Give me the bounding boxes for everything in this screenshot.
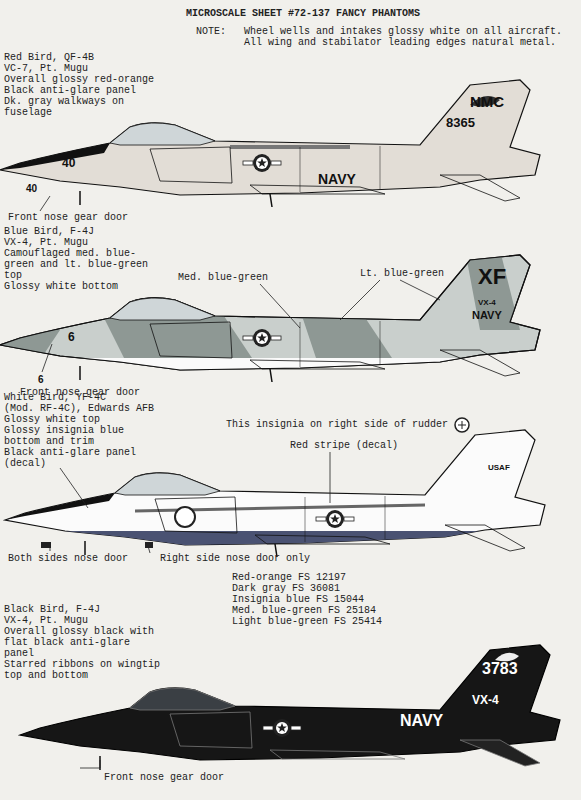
note-text: Right side nose door only [160, 553, 310, 564]
note-text: Insignia blue FS 15044 [232, 594, 364, 605]
note-text: Red-orange FS 12197 [232, 572, 346, 583]
aircraft-marking: NAVY [400, 713, 443, 729]
sheet-title: MICROSCALE SHEET #72-137 FANCY PHANTOMS [186, 8, 420, 19]
note-text: Camouflaged med. blue-green and lt. blue… [4, 248, 164, 281]
aircraft-marking: NMC [470, 94, 504, 109]
note-text: Front nose gear door [8, 212, 128, 223]
aircraft-marking: 6 [68, 331, 75, 343]
note-text: Dk. gray walkways on fuselage [4, 96, 144, 118]
note-text: Starred ribbons on wingtip top and botto… [4, 659, 164, 681]
note-text: (Mod. RF-4C), Edwards AFB [4, 403, 164, 414]
note-text: Overall glossy black with flat black ant… [4, 626, 164, 659]
aircraft-marking: 6 [38, 375, 44, 385]
aircraft-marking: VX-4 [472, 694, 499, 706]
note-text: Wheel wells and intakes glossy white on … [244, 26, 580, 48]
note-text: Red Bird, QF-4B [4, 52, 164, 63]
note-text: Black anti-glare panel (decal) [4, 447, 164, 469]
note-text: White Bird, YF-4C [4, 392, 164, 403]
aircraft-profile [5, 430, 565, 557]
note-text: Dark gray FS 36081 [232, 583, 340, 594]
note-text: Both sides nose door [8, 553, 128, 564]
aircraft-marking: 8365 [446, 116, 475, 129]
note-text: This insignia on right side of rudder [226, 419, 448, 430]
aircraft-profile [0, 80, 540, 207]
note-text: VC-7, Pt. Mugu [4, 63, 164, 74]
note-text: Front nose gear door [104, 772, 224, 783]
insignia-icon [455, 418, 469, 432]
note-text: Black anti-glare panel [4, 85, 164, 96]
note-text: Med. blue-green FS 25184 [232, 605, 376, 616]
note-text: Blue Bird, F-4J [4, 226, 164, 237]
note-text: Light blue-green FS 25414 [232, 616, 382, 627]
aircraft-marking: NAVY [318, 172, 356, 186]
aircraft-marking: 40 [62, 157, 75, 169]
note-text: Black Bird, F-4J [4, 604, 164, 615]
note-text: NOTE: [196, 26, 226, 37]
note-text: Glossy white top [4, 414, 164, 425]
note-text: Overall glossy red-orange [4, 74, 164, 85]
aircraft-marking: 3783 [482, 661, 518, 677]
note-text: Med. blue-green [178, 272, 268, 283]
aircraft-marking: 40 [26, 184, 37, 194]
note-text: Glossy insignia blue bottom and trim [4, 425, 164, 447]
note-text: VX-4, Pt. Mugu [4, 237, 164, 248]
note-text: Glossy white bottom [4, 281, 164, 292]
aircraft-marking: NAVY [472, 310, 502, 321]
aircraft-marking: XF [478, 266, 506, 288]
note-text: Red stripe (decal) [290, 440, 398, 451]
aircraft-marking: VX-4 [478, 299, 496, 307]
note-text: Lt. blue-green [360, 268, 444, 279]
note-text: VX-4, Pt. Mugu [4, 615, 164, 626]
aircraft-marking: USAF [488, 464, 510, 472]
